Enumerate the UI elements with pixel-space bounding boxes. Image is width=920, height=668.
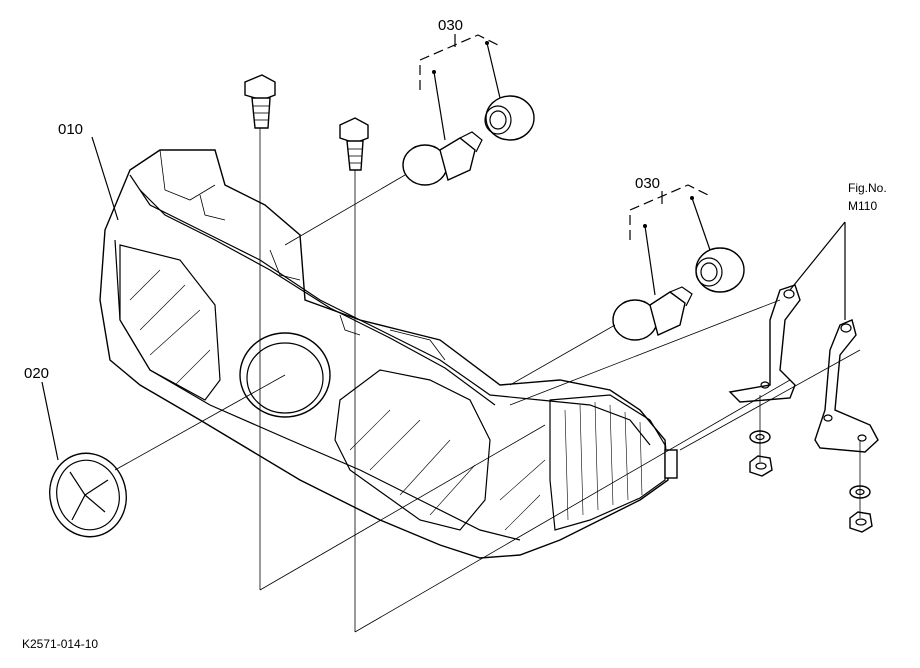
emblem-badge[interactable]: [40, 445, 135, 546]
leader-lines: [41, 34, 861, 633]
drawing-code: K2571-014-10: [22, 637, 98, 651]
nut-left[interactable]: [749, 455, 773, 477]
bracket-left[interactable]: [728, 284, 801, 403]
bracket-right[interactable]: [814, 319, 879, 453]
label-emblem: 020: [24, 365, 49, 382]
bulb-socket-right[interactable]: [695, 247, 745, 293]
headlight-housing[interactable]: [99, 149, 678, 559]
label-bulb-right: 030: [635, 175, 660, 192]
nut-right[interactable]: [849, 511, 873, 533]
label-fig-ref-line2: M110: [848, 199, 877, 213]
label-bulb-top: 030: [438, 17, 463, 34]
label-fig-ref-line1: Fig.No.: [848, 181, 887, 195]
bulb-top[interactable]: [402, 131, 483, 186]
label-headlight: 010: [58, 121, 83, 138]
screw-middle[interactable]: [339, 117, 369, 171]
bulb-socket-top[interactable]: [484, 95, 535, 141]
screw-left[interactable]: [244, 74, 276, 129]
bulb-right[interactable]: [612, 286, 693, 341]
